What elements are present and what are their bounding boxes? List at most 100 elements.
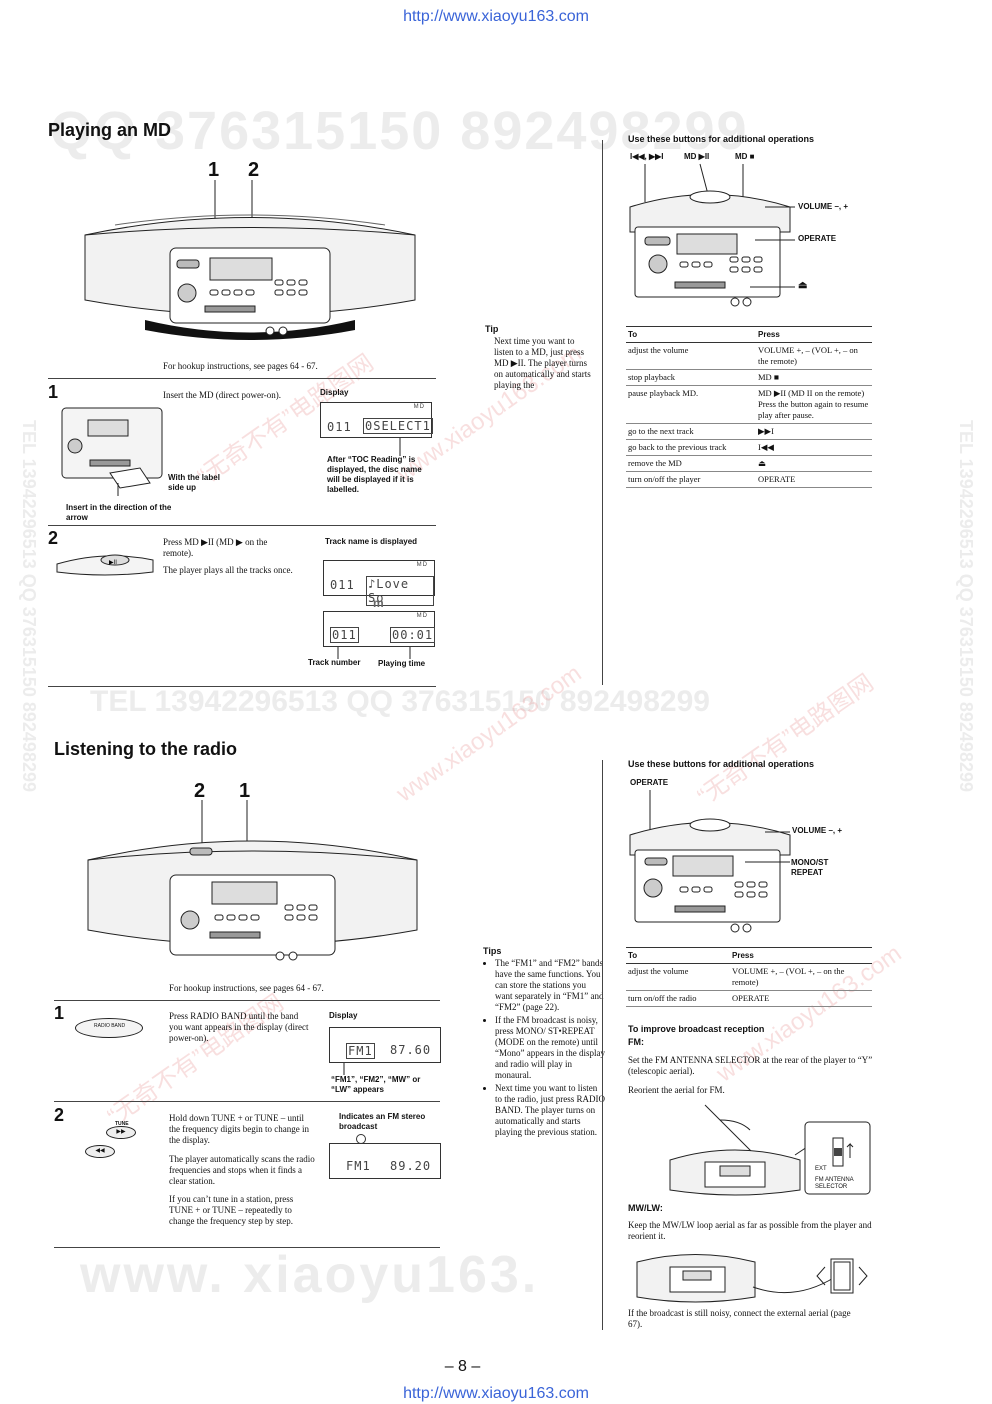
header-url[interactable]: http://www.xiaoyu163.com xyxy=(403,8,589,25)
eject-icon[interactable]: ⏏ xyxy=(798,280,808,291)
md-tip-title: Tip xyxy=(485,324,499,334)
ext-label: EXT xyxy=(815,1166,827,1172)
md-step2-lcd1: MD 011 ♪Love So xyxy=(323,560,435,606)
md-row-press: MD ■ xyxy=(756,369,872,386)
md-player-illustration xyxy=(84,180,416,340)
watermark-red-3: www.xiaoyu163.com xyxy=(391,659,587,808)
md-step2-callout-lines xyxy=(337,647,411,659)
md-track-number-label: Track number xyxy=(308,658,361,667)
radio-row-to: adjust the volume xyxy=(626,963,730,991)
md-label-insert-arrow: Insert in the direction of the arrow xyxy=(66,503,172,522)
loop-aerial-illustration xyxy=(636,1254,868,1303)
md-label-operate[interactable]: OPERATE xyxy=(798,234,837,243)
radio-row-press: VOLUME +, – (VOL +, – on the remote) xyxy=(730,963,872,991)
md-row-press: ▶▶I xyxy=(756,423,872,440)
watermark-qq: QQ 376315150 892498299 xyxy=(50,101,749,161)
md-step1-lcd: MD 011 0SELECT1 xyxy=(320,402,433,438)
radio-band-button-label: RADIO BAND xyxy=(94,1023,126,1029)
radio-tips-title: Tips xyxy=(483,946,502,956)
radio-row-press: OPERATE xyxy=(730,990,872,1007)
md-row-to: adjust the volume xyxy=(626,342,756,370)
radio-step1-lcd-left: FM1 xyxy=(346,1043,375,1059)
md-divider-2 xyxy=(48,525,436,526)
watermark-side-left: TEL 13942296513 QQ 376315150 892498299 xyxy=(19,420,39,792)
md-btn-play[interactable]: MD ▶II xyxy=(684,152,710,161)
md-label-volume[interactable]: VOLUME –, + xyxy=(798,202,849,211)
fm-antenna-selector-label[interactable]: FM ANTENNA SELECTOR xyxy=(815,1177,854,1190)
md-step2-number: 2 xyxy=(48,528,59,548)
radio-label-mono[interactable]: MONO/ST REPEAT xyxy=(791,858,829,877)
md-step2-lcd2: MD 011 00:01 xyxy=(323,611,436,647)
md-callout-1: 1 xyxy=(208,159,220,181)
md-lcd2-md-icon: MD xyxy=(416,613,428,619)
md-row-to: pause playback MD. xyxy=(626,385,756,424)
radio-step2-lcd: FM1 89.20 xyxy=(329,1143,441,1179)
md-step2-text2: The player plays all the tracks once. xyxy=(163,565,293,575)
md-column-divider xyxy=(602,140,603,685)
md-step2-arrow: m xyxy=(373,596,384,610)
fm-antenna-illustration xyxy=(669,1104,871,1196)
md-step1-display-label: Display xyxy=(320,388,349,397)
radio-hookup-text: For hookup instructions, see pages 64 - … xyxy=(169,983,324,993)
radio-divider-1 xyxy=(54,1000,440,1001)
md-btn-skip[interactable]: I◀◀, ▶▶I xyxy=(630,152,664,161)
watermark-red-6: “无奇不有”电路图网 xyxy=(102,989,289,1131)
md-step2-display-label: Track name is displayed xyxy=(325,537,418,546)
radio-tip-item: If the FM broadcast is noisy, press MONO… xyxy=(495,1015,605,1081)
md-step2-lcd2-right: 00:01 xyxy=(390,627,436,643)
radio-divider-3 xyxy=(54,1247,440,1248)
radio-row-to: turn on/off the radio xyxy=(626,990,730,1007)
md-playing-time-label: Playing time xyxy=(378,659,426,668)
md-callout-2: 2 xyxy=(248,159,260,181)
radio-fm-label: FM: xyxy=(628,1037,644,1047)
radio-ops-player-illustration xyxy=(629,790,791,933)
radio-step2-text3: If you can’t tune in a station, press TU… xyxy=(169,1194,294,1226)
radio-band-button[interactable]: RADIO BAND xyxy=(75,1018,143,1038)
md-row-to: remove the MD xyxy=(626,455,756,472)
watermark-side: TEL 13942296513 QQ 376315150 892498299 xyxy=(956,420,976,792)
radio-step1-lcd-right: 87.60 xyxy=(390,1043,432,1057)
md-play-button-illustration: ▶II xyxy=(56,554,154,576)
md-step2-text1: Press MD ▶II (MD ▶ on the remote). xyxy=(163,537,268,558)
radio-step1-number: 1 xyxy=(54,1003,65,1023)
page-number: – 8 – xyxy=(444,1358,481,1375)
radio-step2-lcd-left: FM1 xyxy=(346,1159,371,1173)
md-row-press: OPERATE xyxy=(756,471,872,488)
tune-minus-button[interactable]: ◀◀ xyxy=(85,1145,115,1158)
md-table-head-to: To xyxy=(626,326,756,343)
radio-callout-1: 1 xyxy=(239,780,251,802)
radio-step2-lcd-right: 89.20 xyxy=(390,1159,432,1173)
md-step1-note: After “TOC Reading” is displayed, the di… xyxy=(327,455,422,494)
radio-label-operate[interactable]: OPERATE xyxy=(630,778,669,787)
md-table-row: remove the MD⏏ xyxy=(626,455,872,472)
footer-url[interactable]: http://www.xiaoyu163.com xyxy=(403,1385,589,1402)
md-btn-stop[interactable]: MD ■ xyxy=(735,152,755,161)
md-label-side-up: With the label side up xyxy=(168,473,220,492)
md-row-to: turn on/off the player xyxy=(626,471,756,488)
md-step2-lcd1-left: 011 xyxy=(330,578,355,592)
md-row-press: I◀◀ xyxy=(756,439,872,456)
radio-tip-item: Next time you want to listen to the radi… xyxy=(495,1083,605,1138)
tune-plus-button[interactable]: ▶▶ xyxy=(106,1126,136,1139)
svg-text:▶II: ▶II xyxy=(109,560,117,566)
md-row-to: go to the next track xyxy=(626,423,756,440)
radio-table-head-to: To xyxy=(626,947,730,964)
md-lcd1-md-icon: MD xyxy=(416,562,428,568)
radio-section-title: Listening to the radio xyxy=(54,739,237,759)
radio-ops-title: Use these buttons for additional operati… xyxy=(628,759,815,769)
md-step1-lcd-right: 0SELECT1 xyxy=(363,418,433,434)
radio-improve-title: To improve broadcast reception xyxy=(628,1024,765,1034)
watermark-tel: TEL 13942296513 QQ 376315150 892498299 xyxy=(90,685,710,718)
radio-step2-display-label: Indicates an FM stereo broadcast xyxy=(339,1112,426,1131)
radio-step2-text2: The player automatically scans the radio… xyxy=(169,1154,315,1186)
radio-label-volume[interactable]: VOLUME –, + xyxy=(792,826,843,835)
radio-step1-display-label: Display xyxy=(329,1011,358,1020)
md-row-to: go back to the previous track xyxy=(626,439,756,456)
radio-step2-text1: Hold down TUNE + or TUNE – until the fre… xyxy=(169,1113,309,1145)
